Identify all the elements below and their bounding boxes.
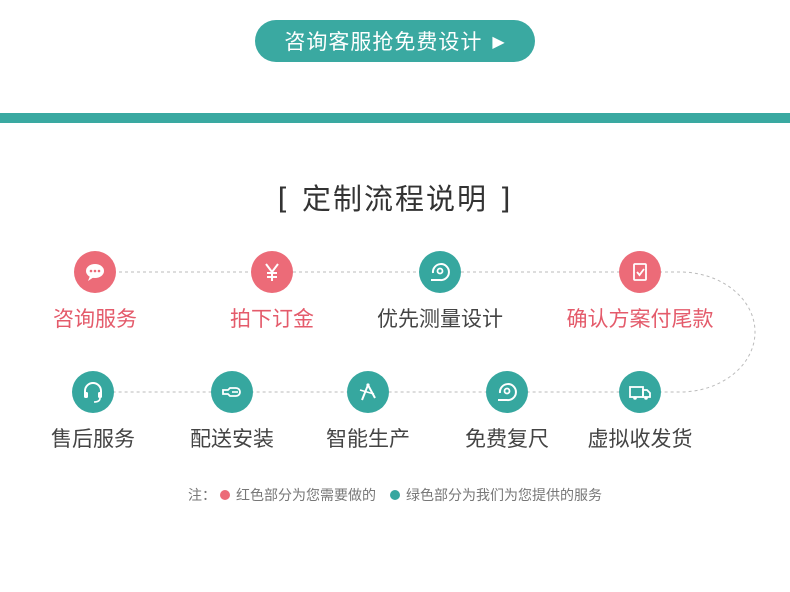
step-label: 虚拟收发货: [587, 427, 693, 451]
note-teal-text: 绿色部分为我们为您提供的服务: [406, 488, 602, 504]
step-label: 智能生产: [326, 427, 410, 451]
section-divider-bar: [0, 113, 790, 123]
yen-icon: [251, 251, 293, 293]
step-label: 售后服务: [51, 427, 135, 451]
step-pay-deposit: 拍下订金: [192, 251, 352, 333]
step-label: 拍下订金: [230, 307, 314, 331]
legend-note: 注： 红色部分为您需要做的 绿色部分为我们为您提供的服务: [0, 485, 790, 505]
step-label: 咨询服务: [53, 307, 137, 331]
step-label: 优先测量设计: [377, 307, 503, 331]
truck-icon: [619, 371, 661, 413]
cta-label: 咨询客服抢免费设计: [284, 30, 483, 54]
step-free-remeasure: 免费复尺: [427, 371, 587, 453]
step-label: 免费复尺: [465, 427, 549, 451]
step-measure-design: 优先测量设计: [360, 251, 520, 333]
headset-icon: [72, 371, 114, 413]
consult-free-design-button[interactable]: 咨询客服抢免费设计 ▶: [255, 20, 535, 62]
section-title: [ 定制流程说明 ]: [277, 182, 513, 216]
compass-icon: [347, 371, 389, 413]
step-virtual-shipping: 虚拟收发货: [560, 371, 720, 453]
step-delivery-install: 配送安装: [152, 371, 312, 453]
step-label: 确认方案付尾款: [566, 307, 714, 331]
red-dot-icon: [220, 490, 230, 500]
step-label: 配送安装: [190, 427, 274, 451]
teal-dot-icon: [390, 490, 400, 500]
chat-bubble-icon: [74, 251, 116, 293]
play-icon: ▶: [492, 31, 506, 51]
tape-measure-icon: [486, 371, 528, 413]
note-prefix: 注：: [188, 488, 216, 504]
step-confirm-pay-balance: 确认方案付尾款: [560, 251, 720, 333]
wrench-icon: [211, 371, 253, 413]
checklist-icon: [619, 251, 661, 293]
step-consult-service: 咨询服务: [15, 251, 175, 333]
step-smart-production: 智能生产: [288, 371, 448, 453]
note-red-text: 红色部分为您需要做的: [236, 488, 376, 504]
step-after-sales: 售后服务: [13, 371, 173, 453]
tape-measure-icon: [419, 251, 461, 293]
